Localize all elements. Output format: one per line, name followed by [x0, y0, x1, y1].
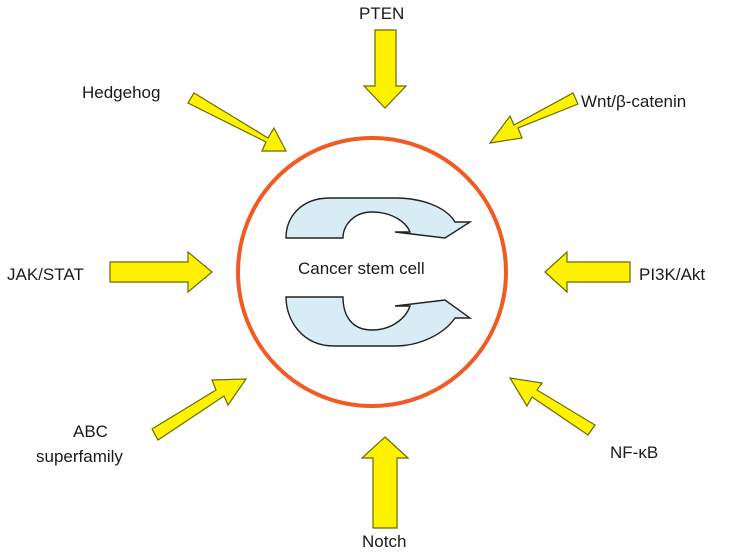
label-nfkb: NF-κB — [610, 443, 659, 462]
arrow-notch — [360, 436, 410, 529]
label-pten: PTEN — [359, 4, 405, 23]
arrow-pten — [362, 29, 408, 109]
arrow-hedgehog — [187, 92, 287, 152]
label-abc-line1: ABC — [73, 422, 108, 441]
label-wnt: Wnt/β-catenin — [581, 92, 687, 111]
arrow-jak — [109, 250, 213, 294]
label-abc-line2: superfamily — [36, 447, 123, 466]
label-pi3k: PI3K/Akt — [639, 265, 706, 284]
label-hedgehog: Hedgehog — [82, 83, 161, 102]
label-jak: JAK/STAT — [7, 265, 84, 284]
cycle-arrow-bottom — [285, 296, 473, 347]
cycle-arrow-top — [285, 197, 473, 239]
cell-circle — [236, 136, 508, 408]
label-notch: Notch — [362, 532, 407, 551]
arrow-pi3k — [544, 250, 631, 294]
center-label: Cancer stem cell — [298, 259, 425, 278]
arrow-abc — [151, 378, 248, 441]
arrow-nfkb — [508, 377, 596, 436]
arrow-wnt — [488, 92, 579, 144]
